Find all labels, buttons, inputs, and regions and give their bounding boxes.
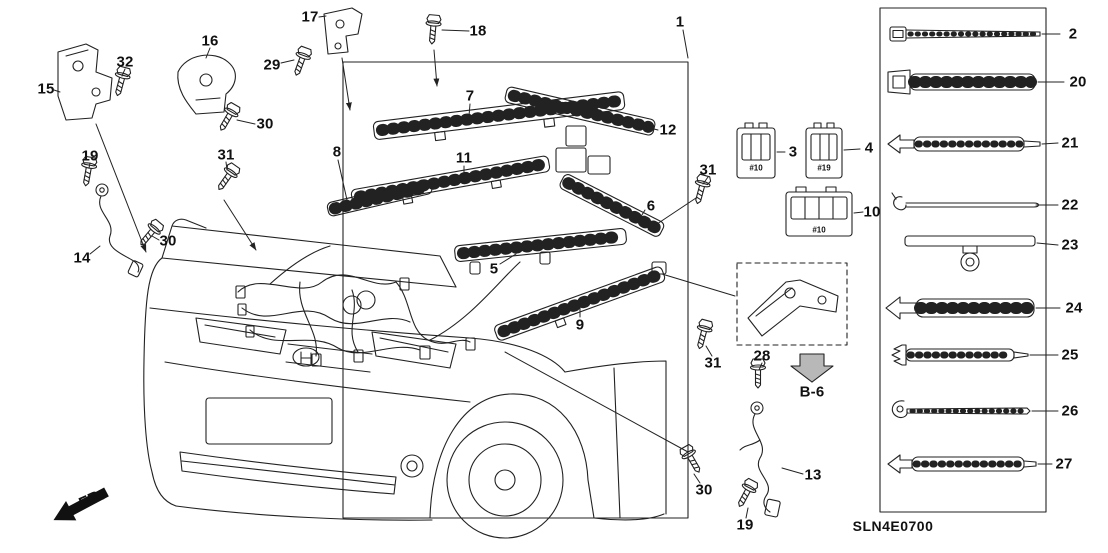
bolt-19 <box>77 155 99 188</box>
b6-arrow-icon <box>790 353 834 383</box>
harness-wires <box>235 245 521 367</box>
bolt-30 <box>677 442 707 477</box>
sub-harness-14 <box>95 183 144 278</box>
clip-part-25 <box>891 344 1029 366</box>
clip-parts-box <box>879 7 1047 513</box>
clip-part-22 <box>891 192 1040 211</box>
main-assembly-box <box>342 61 689 519</box>
harness-channel-9 <box>494 266 666 341</box>
bolt-30 <box>213 100 243 135</box>
harness-channel-8 <box>326 179 433 217</box>
clip-part-21 <box>887 134 1041 154</box>
bracket-15 <box>57 43 113 121</box>
clip-part-27 <box>887 454 1037 474</box>
connector-4 <box>805 122 843 179</box>
bolt-18 <box>423 13 443 46</box>
bolt-31 <box>691 318 715 352</box>
clip-part-26 <box>891 400 1031 419</box>
bolt-31 <box>212 160 243 195</box>
bolt-32 <box>109 65 133 99</box>
b6-dashed-box <box>736 262 848 346</box>
harness-channel-11 <box>350 155 551 206</box>
harness-channel-7 <box>372 91 626 142</box>
bracket-17 <box>323 7 363 55</box>
bolt-29 <box>288 44 314 79</box>
fr-arrow-icon <box>53 487 109 521</box>
clip-part-2 <box>889 26 1041 42</box>
bolt-30 <box>134 217 166 251</box>
harness-connector-cluster <box>469 125 667 275</box>
car-front-outline <box>143 218 667 539</box>
leader-lines <box>53 15 1065 519</box>
connector-10 <box>785 186 853 237</box>
clip-part-24 <box>885 296 1036 320</box>
bracket-16 <box>177 54 236 115</box>
sub-harness-13 <box>739 401 781 518</box>
clip-part-20 <box>887 69 1037 95</box>
bolt-19 <box>732 476 761 511</box>
clip-part-23 <box>904 235 1036 272</box>
bolt-28 <box>749 358 767 389</box>
bolt-31 <box>689 173 713 207</box>
harness-channel-12 <box>504 86 656 136</box>
harness-channel-6 <box>559 174 665 237</box>
connector-3 <box>736 122 776 179</box>
harness-channel-5 <box>454 228 627 263</box>
bracket-b6 <box>747 279 839 337</box>
